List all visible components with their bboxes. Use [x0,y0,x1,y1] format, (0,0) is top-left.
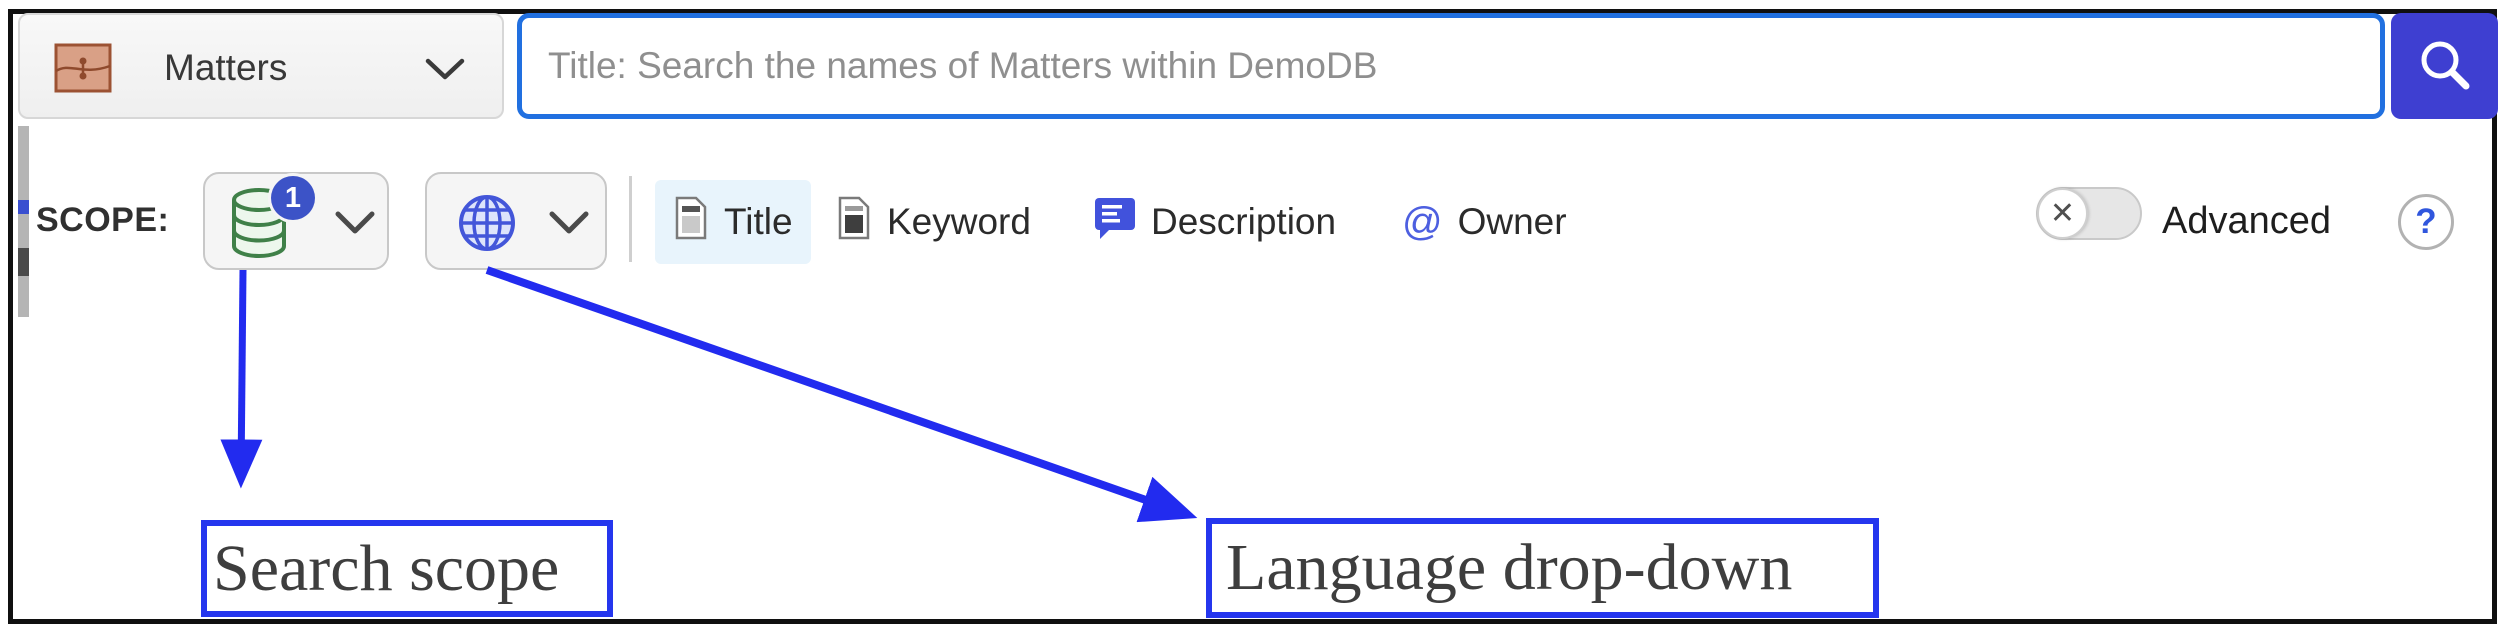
collection-selector-label: Matters [164,47,288,88]
search-scope-dropdown[interactable]: 1 [203,172,389,270]
filter-label: Title [724,201,793,242]
filter-label: Owner [1457,201,1567,242]
filter-title[interactable]: Title [655,180,811,264]
search-input[interactable] [517,13,2385,119]
filter-keyword[interactable]: Keyword [836,180,1031,264]
toggle-off-x-icon: ✕ [2037,188,2088,239]
annotation-text: Search scope [213,531,560,605]
scope-label: SCOPE: [36,201,170,239]
briefcase-icon [54,42,112,94]
arrow-to-search-scope [220,269,263,489]
comment-bubble-icon [1094,197,1136,248]
scope-count-badge: 1 [271,176,315,220]
annotation-text: Language drop-down [1226,531,1793,604]
chevron-down-icon [549,211,589,235]
globe-icon [455,191,519,255]
help-button[interactable]: ? [2398,194,2454,250]
divider [629,176,632,262]
arrow-to-language-dropdown [485,266,1198,523]
advanced-label: Advanced [2162,200,2332,242]
language-dropdown[interactable] [425,172,607,270]
left-scrollbar-strip[interactable] [18,126,29,317]
filter-owner[interactable]: @ Owner [1402,180,1567,264]
filter-label: Description [1151,201,1337,242]
annotation-language-dropdown: Language drop-down [1206,518,1879,618]
chevron-down-icon [335,211,375,235]
advanced-toggle[interactable]: ✕ [2036,187,2142,240]
magnifier-icon [2416,36,2474,97]
filter-description[interactable]: Description [1094,180,1336,264]
collection-selector-dropdown[interactable]: Matters [18,13,504,119]
search-button[interactable] [2391,13,2498,119]
chevron-down-icon [425,58,465,80]
annotation-search-scope: Search scope [201,520,613,617]
scrollbar-dark-mark [18,248,29,276]
scrollbar-blue-mark [18,200,29,214]
document-filled-icon [836,195,872,250]
document-outline-icon [673,195,709,250]
filter-label: Keyword [887,201,1031,242]
question-mark-icon: ? [2415,202,2437,241]
at-sign-icon: @ [1402,200,1443,244]
